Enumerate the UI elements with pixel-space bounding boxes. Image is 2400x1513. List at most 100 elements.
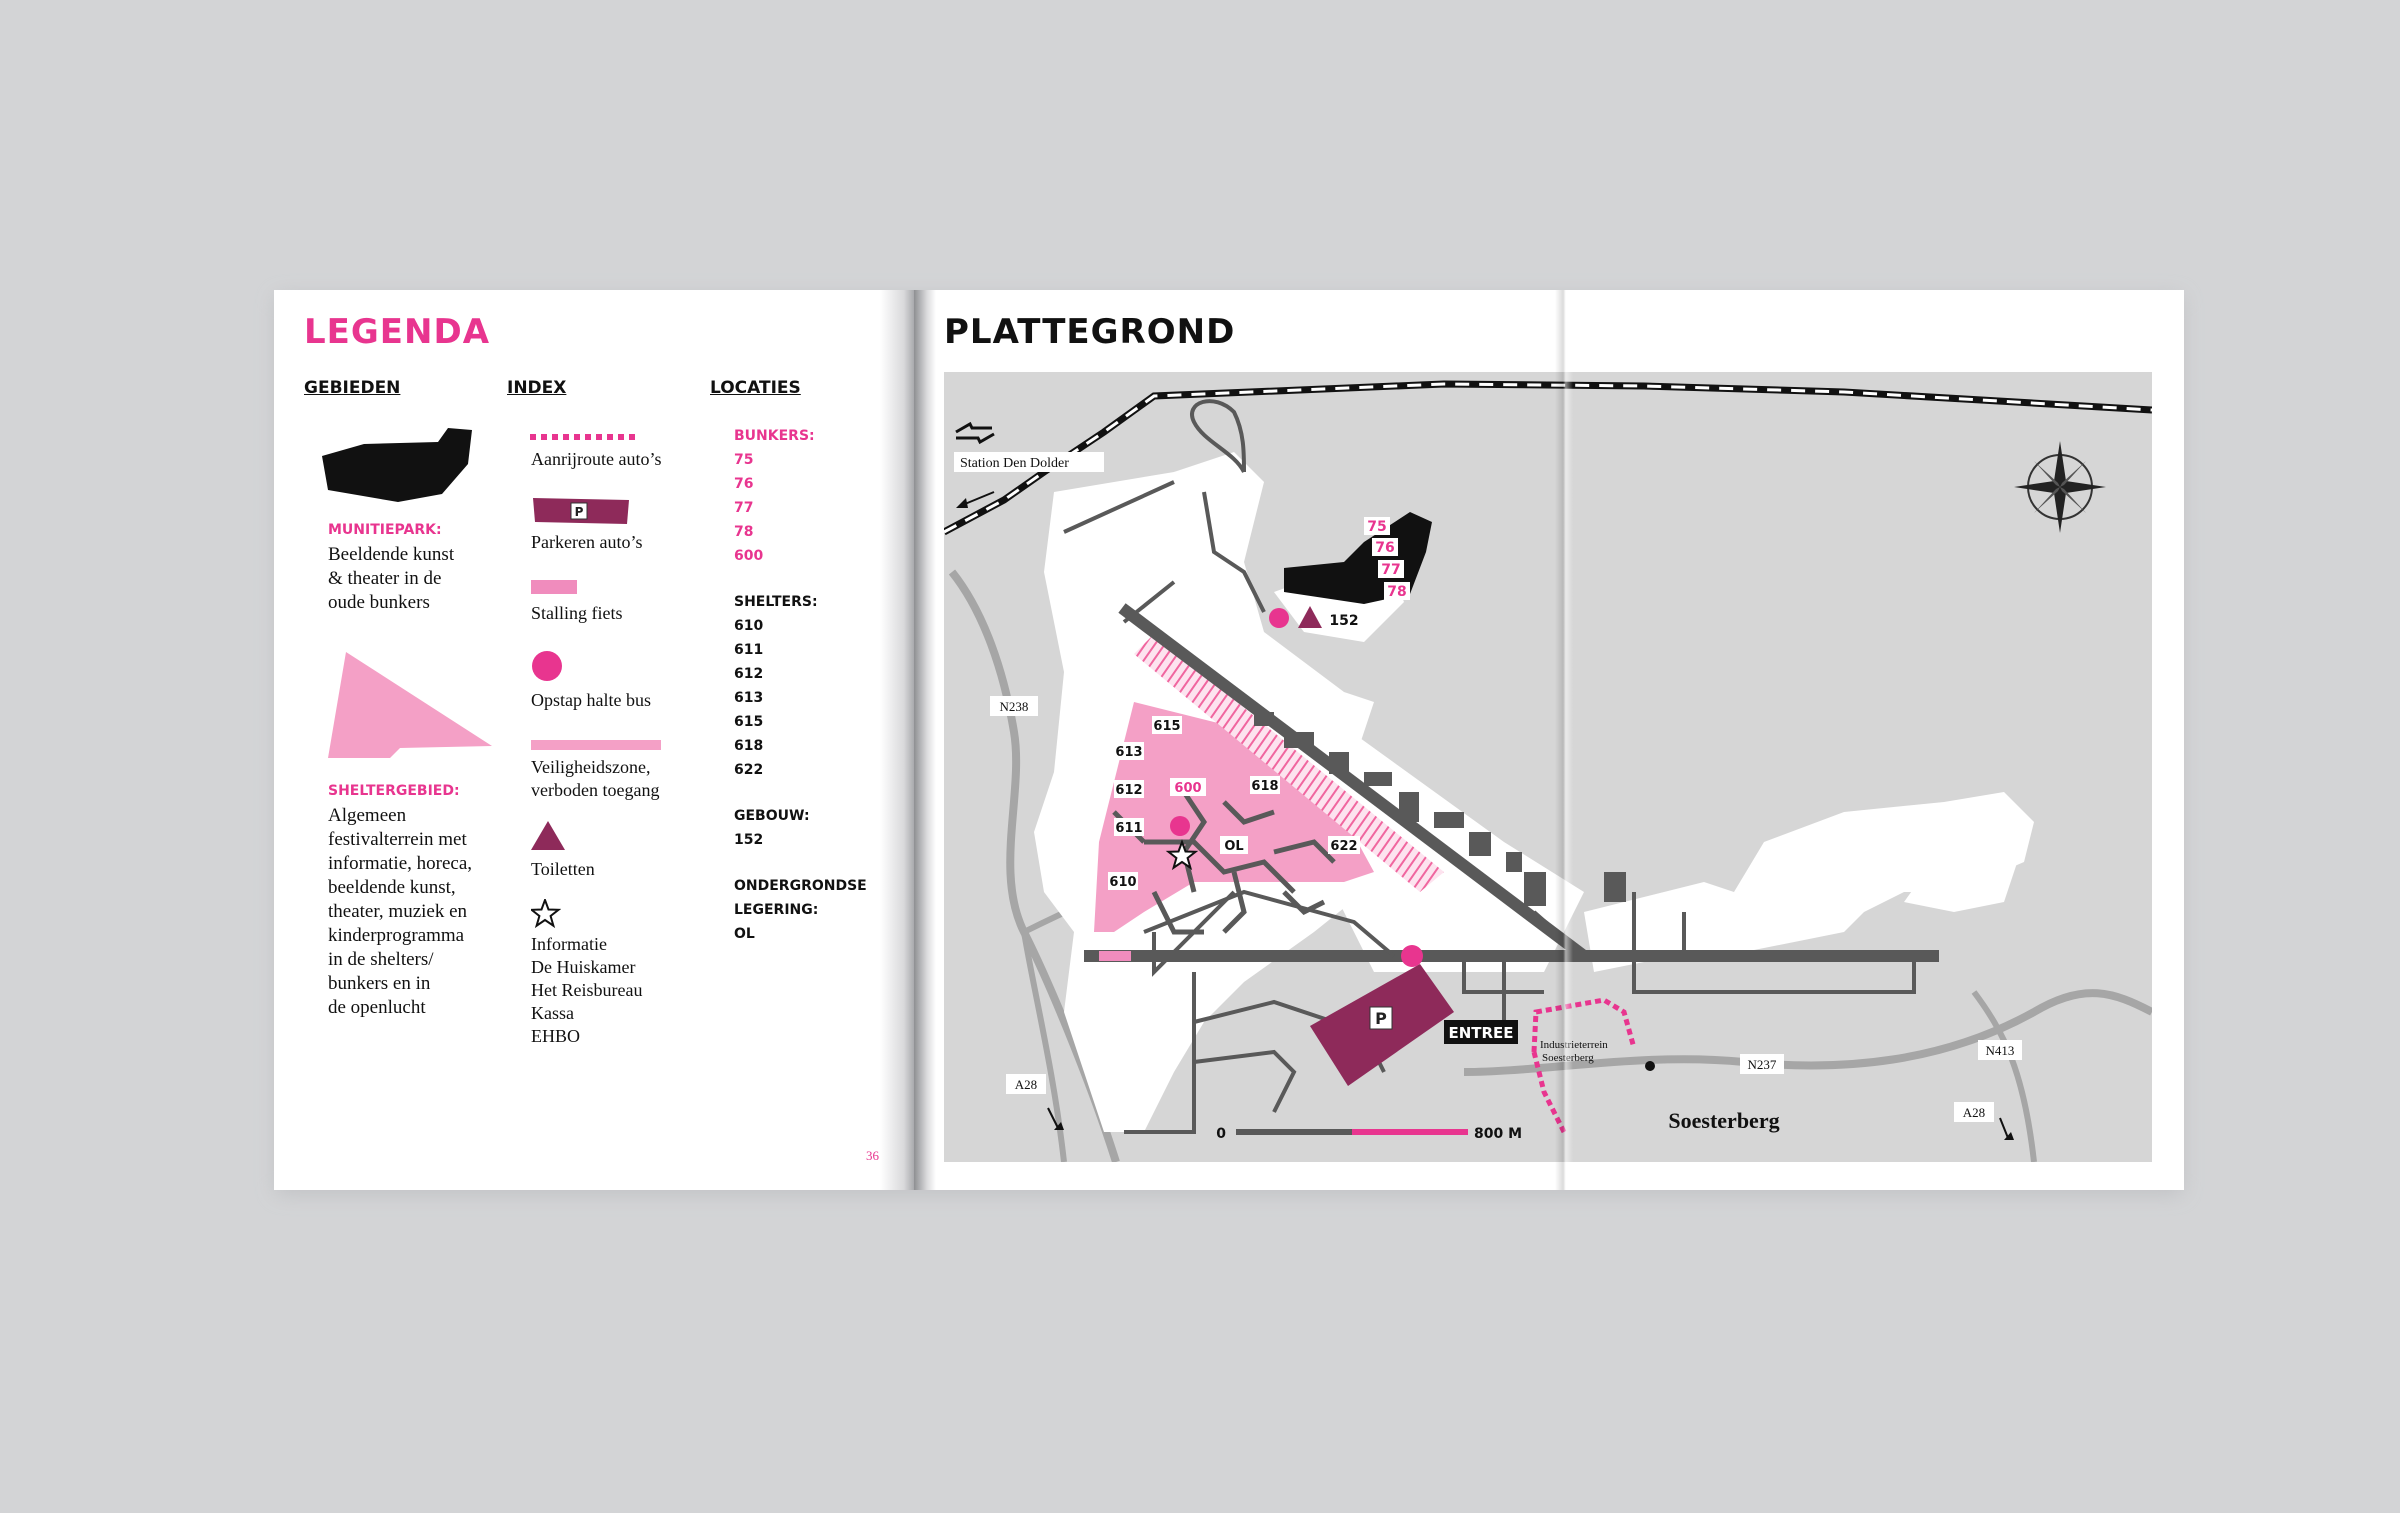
bunker-label-77: 77 <box>1381 562 1400 578</box>
shelter-label-615: 615 <box>1153 719 1180 734</box>
town-label: Soesterberg <box>1668 1108 1779 1133</box>
bunker-item: 77 <box>734 500 754 516</box>
shelter-item: 611 <box>734 642 764 658</box>
shelter-label-611: 611 <box>1115 821 1142 836</box>
index-label-toilet: Toiletten <box>531 859 595 879</box>
area-text-munitiepark: Beeldende kunst & theater in de oude bun… <box>328 544 455 613</box>
parking-label: P <box>1375 1009 1387 1028</box>
bus-stop-icon <box>532 651 562 681</box>
bunker-label-76: 76 <box>1375 540 1394 556</box>
entrance-label-box <box>1444 1020 1518 1044</box>
road-label-a28: A28 <box>1015 1077 1037 1092</box>
paths <box>1063 399 1916 1134</box>
shelter-label-613: 613 <box>1115 745 1142 760</box>
underground-list: ONDERGRONDSE LEGERING: OL <box>734 874 867 946</box>
underground-item: OL <box>734 926 755 942</box>
shelter-item: 612 <box>734 666 764 682</box>
bike-parking-icon <box>531 580 577 594</box>
page-fold <box>1555 290 1573 1190</box>
bunker-item: 78 <box>734 524 754 540</box>
index-label-bike: Stalling fiets <box>531 603 623 623</box>
bunkers-title: BUNKERS: <box>734 428 815 444</box>
shelter-item: 618 <box>734 738 764 754</box>
runway-buildings <box>1254 712 1626 906</box>
index-label-parking: Parkeren auto’s <box>531 532 643 552</box>
shelter-item: 622 <box>734 762 764 778</box>
bunker-label-75: 75 <box>1367 519 1386 535</box>
arrow-head-icon <box>2004 1132 2014 1140</box>
runway-diagonal <box>1118 603 1588 961</box>
shelters-list: SHELTERS: 610 611 612 613 615 618 622 <box>734 590 818 782</box>
bunker-item: 75 <box>734 452 754 468</box>
railway-dash <box>944 382 2152 534</box>
underground-title: ONDERGRONDSE LEGERING: <box>734 878 867 918</box>
bunker-item: 600 <box>734 548 764 564</box>
spine-shadow-right <box>914 290 936 1190</box>
road-n238 <box>948 569 1120 1162</box>
station-label: Station Den Dolder <box>960 456 1069 471</box>
shelter-labels: 615 613 612 600 618 611 OL 622 610 <box>1108 716 1360 890</box>
locations-heading: LOCATIES <box>710 378 801 398</box>
road-label-a28-east: A28 <box>1963 1105 1985 1120</box>
bus-stop-marker <box>1401 945 1423 967</box>
arrow-icon <box>1999 1117 2009 1139</box>
scale-start: 0 <box>1216 1126 1226 1142</box>
car-route <box>1531 997 1637 1053</box>
index-label-route: Aanrijroute auto’s <box>531 449 662 469</box>
bunker-labels: 75 76 77 78 <box>1364 517 1410 600</box>
spine-shadow-left <box>880 290 914 1190</box>
index-label-safety: Veiligheidszone, verboden toegang <box>531 757 660 800</box>
arrow-head-icon <box>1054 1122 1064 1130</box>
area-title-sheltergebied: SHELTERGEBIED: <box>328 783 460 799</box>
map-title: PLATTEGROND <box>944 312 1236 352</box>
safety-zone-icon <box>531 740 661 750</box>
legend-title: LEGENDA <box>304 312 491 352</box>
shelter-label-612: 612 <box>1115 783 1142 798</box>
shelters-title: SHELTERS: <box>734 594 818 610</box>
scale-end: 800 M <box>1474 1126 1522 1142</box>
dashed-route-icon <box>530 434 638 440</box>
toilet-icon <box>531 821 565 850</box>
munitiepark-area <box>1284 512 1432 604</box>
area-text-sheltergebied: Algemeen festivalterrein met informatie,… <box>328 805 473 1018</box>
car-parking-glyph: P <box>575 505 584 519</box>
bike-parking-mark <box>1099 951 1131 961</box>
road-label-n237: N237 <box>1748 1057 1777 1072</box>
road-label-n413: N413 <box>1986 1043 2015 1058</box>
area-title-munitiepark: MUNITIEPARK: <box>328 522 442 538</box>
info-star-marker <box>1165 839 1199 871</box>
shelter-label-610: 610 <box>1109 875 1136 890</box>
shelter-label-600: 600 <box>1174 781 1201 796</box>
star-icon <box>531 899 561 929</box>
scale-bar-dark <box>1236 1129 1352 1135</box>
arrow-icon <box>1047 1107 1059 1129</box>
site-map: 75 76 77 78 152 615 613 612 600 618 611 … <box>944 372 2152 1162</box>
shelter-item: 613 <box>734 690 764 706</box>
compass-rose-icon <box>2014 441 2106 533</box>
shelter-item: 615 <box>734 714 764 730</box>
sheltergebied-shape-icon <box>328 652 492 758</box>
industrial-label-line: Industrieterrein <box>1540 1039 1608 1051</box>
munitiepark-shape-icon <box>322 428 472 502</box>
index-label-bus: Opstap halte bus <box>531 690 651 710</box>
safety-zone-hatched <box>1134 634 1444 892</box>
car-parking-icon: P <box>533 498 629 524</box>
arrow-head-icon <box>956 498 968 508</box>
building-item: 152 <box>734 832 764 848</box>
ns-logo-icon <box>955 421 995 445</box>
shelter-label-618: 618 <box>1251 779 1278 794</box>
scale-bar-pink <box>1352 1129 1468 1135</box>
route-point <box>1645 1061 1655 1071</box>
bunkers-list: BUNKERS: 75 76 77 78 600 <box>734 424 815 568</box>
road-n237 <box>1463 989 2152 1076</box>
buildings-title: GEBOUW: <box>734 808 810 824</box>
terrain-east2 <box>1904 812 2024 912</box>
buildings-list: GEBOUW: 152 <box>734 804 810 852</box>
bus-stop-marker <box>1269 608 1289 628</box>
shelter-item: 610 <box>734 618 764 634</box>
index-heading: INDEX <box>507 378 567 398</box>
terrain-east <box>1584 792 2034 972</box>
bunker-label-78: 78 <box>1387 584 1406 600</box>
entrance-label: ENTREE <box>1448 1024 1513 1042</box>
sheltergebied-area <box>1094 702 1374 932</box>
